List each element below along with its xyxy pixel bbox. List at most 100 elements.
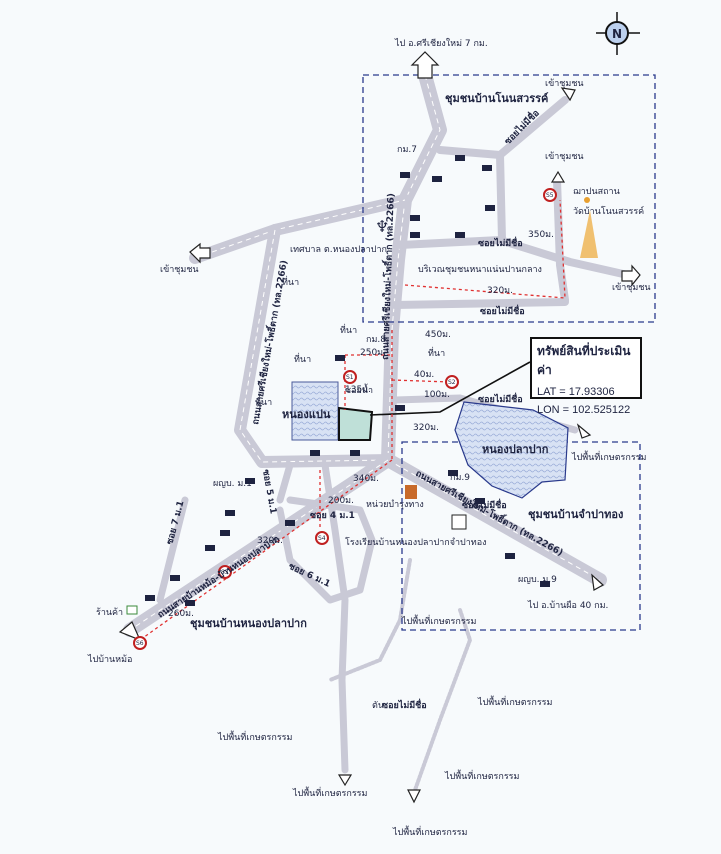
marker-s3 xyxy=(218,565,232,579)
farm-area-label: ไปพื้นที่เกษตรกรรม xyxy=(444,769,520,782)
soi-local-label: ซอยน้ำ xyxy=(345,383,373,396)
post-m9-label: ผญบ. ม.9 xyxy=(518,575,557,585)
soi7-label: ซอย 7 ม.1 xyxy=(165,500,186,546)
dead-end-label: ตัน xyxy=(372,701,384,711)
distance-label: 320ม. xyxy=(413,423,439,433)
pond-nong-paen xyxy=(291,381,339,441)
maintenance-icon xyxy=(405,485,417,499)
distance-label: 250ม. xyxy=(360,348,386,358)
soi-label: ซอยไม่มีชื่อ xyxy=(382,698,427,711)
svg-text:S3: S3 xyxy=(221,569,229,576)
maintenance-unit-label: หน่วยบำรุงทาง xyxy=(366,499,424,510)
km9-label: กม.9 xyxy=(450,473,470,483)
compass-letter: N xyxy=(612,27,622,41)
temple-icon xyxy=(580,210,598,258)
pond-nong-pla-pak xyxy=(454,401,569,499)
km8-label: กม.8 xyxy=(366,335,386,345)
soi-label: ซอยไม่มีชื่อ xyxy=(480,304,525,317)
marker-s4 xyxy=(315,531,329,545)
farm-exit-arrow-icon xyxy=(576,423,592,439)
svg-text:S4: S4 xyxy=(318,535,326,542)
distance-label: 260ม. xyxy=(168,609,194,619)
farm-area-label: ไปพื้นที่เกษตรกรรม xyxy=(401,614,477,627)
svg-text:S5: S5 xyxy=(546,192,554,199)
south-exit-arrow-icon xyxy=(337,774,353,787)
enter-community-label: เข้าชุมชน xyxy=(545,151,584,162)
central-area-label: บริเวณชุมชนหนาแน่นปานกลาง xyxy=(418,264,542,275)
west-exit-arrow-icon xyxy=(189,242,211,264)
property-lon: LON = 102.525122 xyxy=(537,404,631,416)
soi4-label: ซอย 4 ม.1 xyxy=(310,511,355,521)
route-lines xyxy=(139,199,566,641)
north-exit-arrow-icon xyxy=(410,51,440,79)
marker-s6 xyxy=(133,636,147,650)
community-nong-pla-pak-label: ชุมชนบ้านหนองปลาปาก xyxy=(190,617,307,631)
property-info-box: ทรัพย์สินที่ประเมินค่า LAT = 17.93306 LO… xyxy=(530,337,642,416)
school-label: โรงเรียนบ้านหนองปลาปากจำปาทอง xyxy=(345,537,487,548)
shop-icon xyxy=(126,605,138,615)
pond-nong-paen-label: หนองแปน xyxy=(282,408,331,421)
property-parcel[interactable] xyxy=(338,406,374,441)
non-sawan-boundary xyxy=(362,74,656,323)
farm-area-label: ไปพื้นที่เกษตรกรรม xyxy=(217,730,293,743)
soi5-label: ซอย 5 ม.1 xyxy=(260,469,278,515)
community-champa-thong-label: ชุมชนบ้านจำปาทอง xyxy=(528,508,623,522)
soi-label: ซอยไม่มีชื่อ xyxy=(478,392,523,405)
property-title: ทรัพย์สินที่ประเมินค่า xyxy=(537,344,631,377)
distance-label: 40ม. xyxy=(414,370,434,380)
rice-field-label: ที่นา xyxy=(340,323,357,336)
svg-text:S1: S1 xyxy=(346,374,354,381)
distance-label: 350ม. xyxy=(528,230,554,240)
shop-label: ร้านค้า xyxy=(96,607,123,618)
south2-exit-arrow-icon xyxy=(407,789,421,804)
e-exit-arrow-icon xyxy=(550,170,566,183)
enter-community-label: เข้าชุมชน xyxy=(545,78,584,89)
crematorium-label: ฌาปนสถาน xyxy=(573,187,620,197)
soi-label: ซอยไม่มีชื่อ xyxy=(462,498,507,511)
east-exit-arrow-icon xyxy=(621,264,641,287)
distance-label: 100ม. xyxy=(424,390,450,400)
community-non-sawan-label: ชุมชนบ้านโนนสวรรค์ xyxy=(445,91,548,106)
compass-icon: N xyxy=(596,12,640,55)
to-sri-chiang-mai-label: ไป อ.ศรีเชียงใหม่ 7 กม. xyxy=(394,38,488,49)
marker-s2 xyxy=(445,375,459,389)
crematorium-icon xyxy=(584,197,590,203)
farm-area-label: ไปพื้นที่เกษตรกรรม xyxy=(392,825,468,838)
property-leader-line xyxy=(369,361,531,416)
enter-community-label: เข้าชุมชน xyxy=(160,264,199,275)
distance-label: 200ม. xyxy=(328,496,354,506)
distance-label: 320ม. xyxy=(487,286,513,296)
distance-label: 135ม. xyxy=(345,385,371,395)
enter-community-label: เข้าชุมชน xyxy=(612,282,651,293)
property-lat: LAT = 17.93306 xyxy=(537,386,615,398)
sw-exit-arrow-icon xyxy=(118,621,142,642)
house-icons xyxy=(145,155,550,606)
svg-text:S2: S2 xyxy=(448,379,456,386)
champa-thong-boundary xyxy=(401,441,641,631)
farm-area-label: ไปพื้นที่เกษตรกรรม xyxy=(292,786,368,799)
distance-label: 320ม. xyxy=(257,536,283,546)
farm-area-label: ไปพื้นที่เกษตรกรรม xyxy=(571,450,647,463)
rice-field-label: ที่นา xyxy=(282,275,299,288)
to-ban-phue-label: ไป อ.บ้านผือ 40 กม. xyxy=(527,600,608,611)
svg-text:S6: S6 xyxy=(136,640,144,647)
soi-label: ซอยไม่มีชื่อ xyxy=(478,236,523,249)
distance-label: 450ม. xyxy=(425,330,451,340)
wat-label: วัดบ้านโนนสวรรค์ xyxy=(573,205,644,217)
municipality-label: เทศบาล ต.หนองปลาปาก xyxy=(290,245,387,255)
farm-area-label: ไปพื้นที่เกษตรกรรม xyxy=(477,695,553,708)
ne-exit-arrow-icon xyxy=(560,87,576,102)
pond-nong-pla-pak-label: หนองปลาปาก xyxy=(482,443,549,456)
garuda-emblem-icon: ♆ xyxy=(375,217,389,236)
rice-field-label: ที่นา xyxy=(294,352,311,365)
se-exit-arrow-icon xyxy=(591,573,605,591)
rice-field-label: ที่นา xyxy=(428,346,445,359)
post-m1-label: ผญบ. ม.1 xyxy=(213,479,252,489)
soi6-label: ซอย 6 ม.1 xyxy=(287,562,332,590)
distance-label: 340ม. xyxy=(353,474,379,484)
marker-s5 xyxy=(543,188,557,202)
school-icon xyxy=(451,514,467,530)
to-ban-mo-label: ไปบ้านหม้อ xyxy=(87,654,132,665)
